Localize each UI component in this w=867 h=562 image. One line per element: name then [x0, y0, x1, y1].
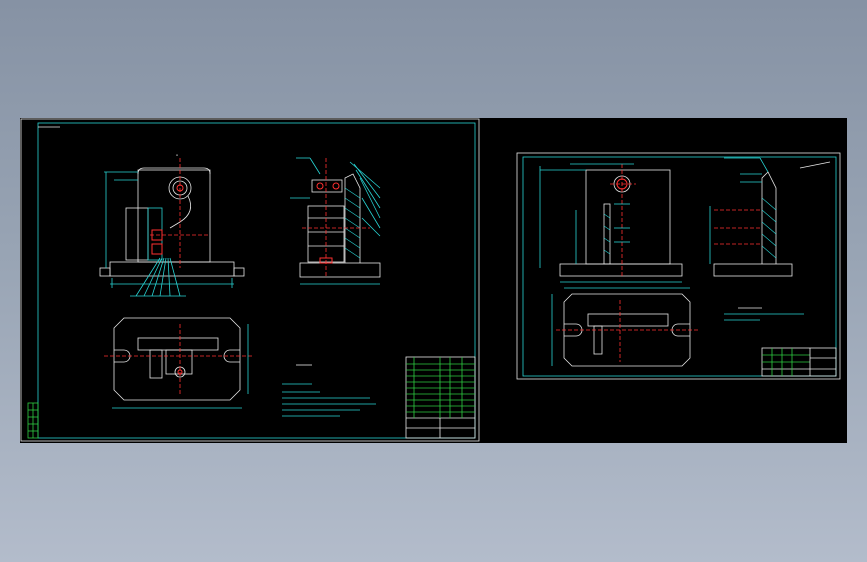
cad-drawing: A	[20, 118, 841, 442]
part-sheet-outer-border	[516, 152, 841, 380]
part-side-view[interactable]	[709, 157, 831, 277]
top-plate-outline	[113, 317, 241, 401]
sheet-outer-border	[20, 118, 480, 442]
cad-model-space[interactable]: A	[20, 118, 847, 443]
upright-hatching	[344, 187, 361, 259]
binding-strip	[27, 402, 39, 439]
part-title-block	[761, 347, 837, 377]
side-upright	[344, 173, 361, 263]
assembly-sheet[interactable]: A	[20, 118, 480, 442]
front-view[interactable]: A	[99, 153, 245, 297]
parts-list-and-title-block	[405, 356, 476, 439]
clamp-block	[125, 207, 149, 261]
side-view[interactable]	[290, 157, 381, 285]
top-view[interactable]	[104, 317, 252, 409]
part-top-view[interactable]	[551, 287, 698, 367]
fixture-top-cap	[137, 167, 211, 175]
part-front-view[interactable]	[539, 163, 683, 283]
part-front-hatch	[603, 213, 611, 255]
part-technical-notes	[724, 307, 804, 321]
technical-notes	[282, 364, 376, 417]
part-sheet-inner-border	[522, 156, 837, 377]
part-side-hatch	[761, 197, 777, 259]
svg-text:A: A	[176, 153, 179, 157]
sheet-inner-border	[37, 122, 476, 439]
side-base	[299, 262, 381, 278]
part-sheet[interactable]	[516, 152, 841, 380]
